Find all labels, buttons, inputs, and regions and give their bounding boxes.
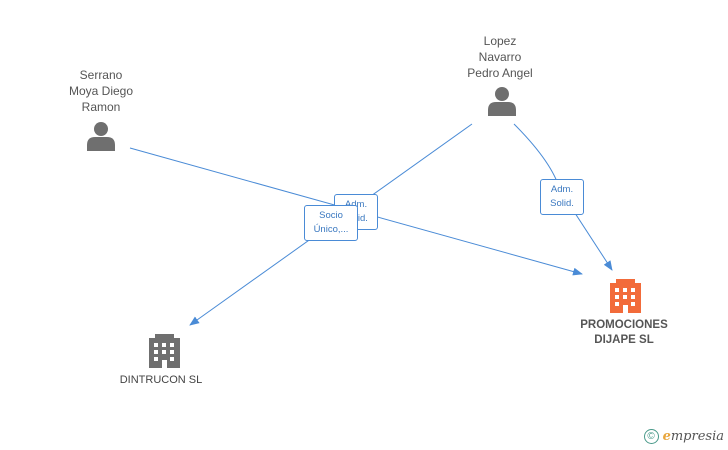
edge-label-adm-solid[interactable]: Adm. Solid. [540, 179, 584, 215]
person-name-lopez[interactable]: Lopez Navarro Pedro Angel [467, 34, 533, 80]
person-name-serrano[interactable]: Serrano Moya Diego Ramon [68, 68, 134, 114]
footer-brand: © empresia [643, 429, 724, 444]
person-icon[interactable] [87, 122, 115, 151]
company-name-dintrucon[interactable]: DINTRUCON SL [119, 374, 203, 386]
copyright-icon: © [643, 429, 659, 444]
person-icon[interactable] [488, 87, 516, 116]
building-icon[interactable] [149, 334, 180, 368]
empresia-logo[interactable]: empresia [662, 429, 724, 444]
edge-label-socio-unico[interactable]: Socio Único,... [304, 205, 358, 241]
company-name-promociones[interactable]: PROMOCIONES DIJAPE SL [580, 319, 668, 346]
building-icon[interactable] [610, 279, 641, 313]
